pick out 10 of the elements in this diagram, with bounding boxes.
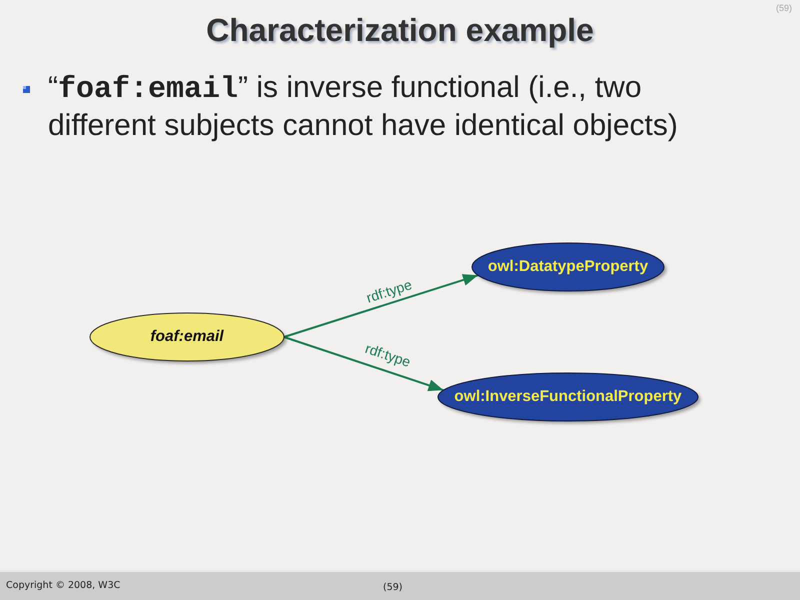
arrow xyxy=(284,336,444,392)
page-number: (59) xyxy=(383,581,403,595)
node-label: foaf:email xyxy=(150,327,224,347)
bullet-text: “foaf:email” is inverse functional (i.e., two different subjects cannot have identical objects) xyxy=(48,70,679,144)
node-label: owl:InverseFunctionalProperty xyxy=(454,387,682,407)
node-label: owl:DatatypeProperty xyxy=(488,257,648,277)
slide-title: Characterization example xyxy=(205,11,595,50)
page-number: (59) xyxy=(776,2,792,15)
copyright-text: Copyright © 2008, W3C xyxy=(6,579,120,593)
arrow xyxy=(284,274,478,338)
